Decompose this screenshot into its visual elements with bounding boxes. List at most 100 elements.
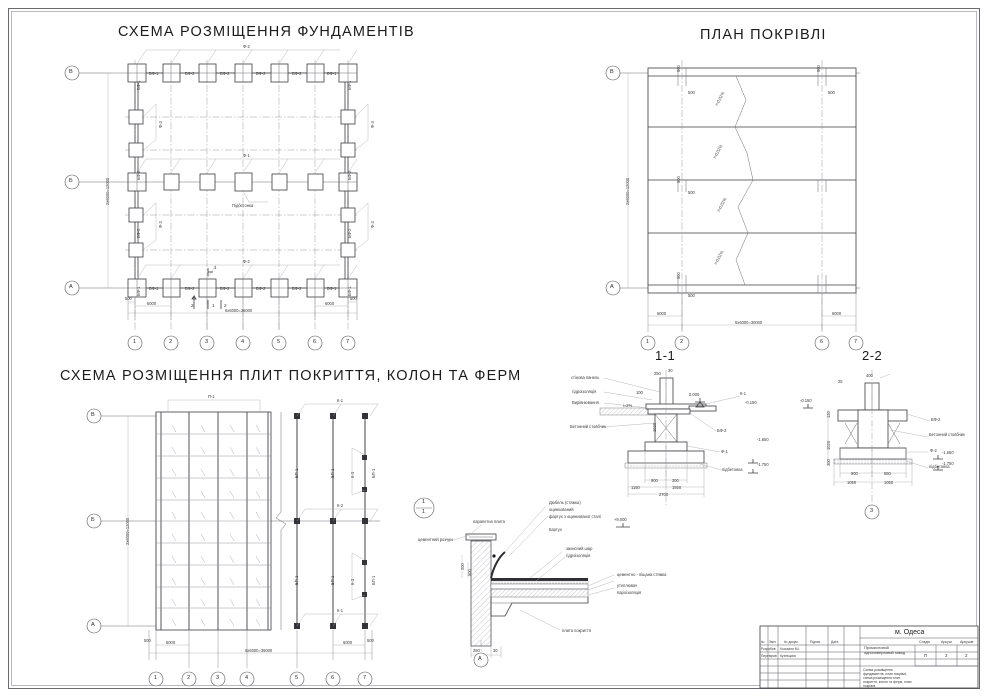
footing-label-side-4: БФ-1	[136, 286, 141, 296]
parapet-dim-500: 500	[467, 569, 472, 576]
parapet-dim-250: 250	[473, 648, 480, 653]
section-mark-2-left: 2	[191, 303, 194, 308]
title-block-col-stage: Стадія	[919, 640, 931, 644]
sec11-label-leveling: Вирівнювання	[572, 400, 599, 405]
title-block-val-sheets: 2	[965, 653, 968, 658]
column-label-2: БП-1	[330, 468, 335, 478]
sec11-dim-2700: 2700	[659, 492, 669, 497]
parapet-elevation: +9.000	[614, 517, 627, 522]
leader-label-side-l1: Ф-3	[158, 121, 163, 128]
footing-label-top-2: БФ-2	[185, 71, 195, 76]
parapet-label-vaporbarrier: пароізоляція	[617, 590, 642, 595]
slab-axis-h-7: 7	[363, 675, 367, 681]
truss-label-mid: К-2	[337, 503, 344, 508]
brace-label-2: К-3	[350, 578, 355, 585]
sec22-dim-1050a: 1050	[847, 480, 857, 485]
roof-axis-h-6: 6	[820, 339, 824, 345]
title-block-name-1: Кузнєцова	[780, 654, 796, 658]
fnd-dim-bay-left: 6000	[147, 301, 157, 306]
title-block-head-change: Змін	[769, 640, 776, 644]
sec11-label-waterproofing: гідроізоляція	[572, 389, 597, 394]
sheet-border-outer	[8, 8, 980, 689]
footing-label-bottom-1: БФ-1	[149, 286, 159, 291]
sec11-label-podbetonka: підбетонка	[722, 467, 743, 472]
foundation-plan-title: СХЕМА РОЗМІЩЕННЯ ФУНДАМЕНТІВ	[118, 24, 415, 40]
axis-label-v-B: В	[69, 69, 73, 75]
sec11-callout-BF2: БФ-2	[717, 428, 727, 433]
roof-elev-8: 500	[828, 90, 835, 95]
axis-label-h-7: 7	[346, 339, 350, 345]
slab-dim-edge-l: 500	[144, 638, 151, 643]
footing-label-bottom-4: БФ-2	[256, 286, 266, 291]
title-block-object: Промисловий одноповерховий завод	[864, 645, 906, 655]
sec22-axis-3: 3	[870, 508, 874, 514]
fnd-dim-bay-right: 6000	[325, 301, 335, 306]
sec11-dim-900: 900	[651, 478, 658, 483]
slab-axis-h-6: 6	[331, 675, 335, 681]
sec22-dim-300: 300	[826, 459, 831, 466]
sec22-dim-900: 900	[851, 471, 858, 476]
column-label-5: БП-1	[330, 575, 335, 585]
footing-label-bottom-3: БФ-2	[220, 286, 230, 291]
slab-axis-v-B: В	[91, 412, 95, 418]
axis-label-h-6: 6	[313, 339, 317, 345]
title-block-head-doc: № докум.	[784, 640, 799, 644]
footing-label-top-1: БФ-1	[149, 71, 159, 76]
roof-axis-h-2: 2	[680, 339, 684, 345]
sec11-dim-30: 30	[668, 368, 673, 373]
footing-label-side-3: БФ-2	[136, 228, 141, 238]
parapet-detail-mark: А	[478, 656, 482, 662]
sheet-border-inner	[11, 11, 977, 686]
title-block-val-stage: П	[924, 653, 928, 658]
sec11-label-wall-panel: стінова панель	[571, 375, 600, 380]
title-block-name-0: Косьміна М.І.	[780, 647, 801, 651]
plate-label: П-1	[208, 394, 215, 399]
slab-axis-h-4: 4	[245, 675, 249, 681]
parapet-label-hydro: гідроізоляція	[566, 553, 591, 558]
parapet-label-kartukh: Картух	[549, 527, 562, 532]
footing-label-side-r3: БФ-2	[347, 228, 352, 238]
sec11-dim-1020: 1020	[652, 422, 657, 432]
parapet-dim-30: 30	[493, 648, 498, 653]
footing-label-top-5: БФ-2	[292, 71, 302, 76]
parapet-detail-bubble-b: 1	[422, 509, 426, 515]
leader-label-bottom: Ф-2	[243, 259, 250, 264]
roof-elev-2: 500	[688, 90, 695, 95]
axis-label-v-B2: Б	[69, 178, 73, 184]
slab-axis-h-5: 5	[295, 675, 299, 681]
roof-axis-h-1: 1	[646, 339, 650, 345]
roof-axis-h-7: 7	[854, 339, 858, 345]
column-label-3: БП-1	[371, 468, 376, 478]
section-1-1-title: 1-1	[655, 348, 676, 363]
leader-label-side-l2: Ф-3	[158, 221, 163, 228]
sec11-dim-1550: 1550	[672, 485, 682, 490]
slab-dim-total-h: 6x6000=36000	[245, 648, 273, 653]
axis-label-h-1: 1	[133, 339, 137, 345]
footing-label-side-1: БФ-1	[136, 80, 141, 90]
fnd-dim-total-v: 2x6000=12000	[105, 177, 110, 205]
leader-label-side-r1: Ф-3	[370, 121, 375, 128]
sec11-elev-m1650: -1.650	[757, 437, 769, 442]
sec11-dim-300: 300	[672, 478, 679, 483]
roof-elev-6: 500	[688, 293, 695, 298]
footing-label-side-r4: БФ-1	[347, 286, 352, 296]
sec11-dim-250: 250	[654, 371, 661, 376]
title-block-city: м. Одеса	[895, 629, 925, 636]
parapet-label-roof-slab: плита покриття	[562, 628, 591, 633]
roof-elev-5: 500	[676, 272, 681, 279]
footing-label-bottom-2: БФ-2	[185, 286, 195, 291]
column-label-4: БП-1	[294, 575, 299, 585]
sec22-dim-120: 120	[826, 411, 831, 418]
axis-label-h-2: 2	[169, 339, 173, 345]
section-mark-1-bot: 1	[212, 303, 215, 308]
title-block-col-sheet: Аркуш	[941, 640, 952, 644]
sec11-elev-m1750: -1.750	[757, 462, 769, 467]
parapet-label-protective: захисний шар	[566, 546, 593, 551]
title-block-role-0: Розробив	[761, 647, 776, 651]
column-label-1: БП-1	[294, 468, 299, 478]
sec22-dim-400: 400	[866, 373, 873, 378]
podbetonka-note: Підбетонка	[232, 203, 254, 208]
sec22-callout-BF2: БФ-2	[931, 417, 941, 422]
footing-label-top-6: БФ-1	[327, 71, 337, 76]
